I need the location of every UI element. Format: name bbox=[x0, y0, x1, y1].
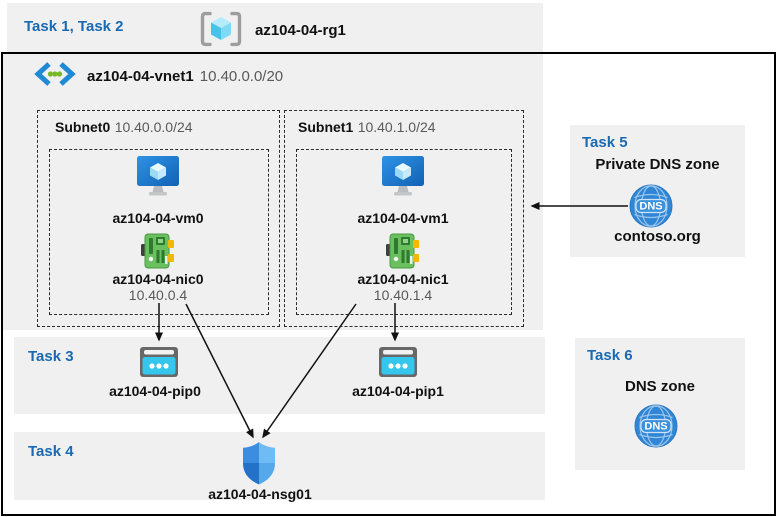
nic0-ip: 10.40.0.4 bbox=[128, 287, 188, 303]
task5-label: Task 5 bbox=[582, 134, 628, 151]
vm0-icon bbox=[136, 156, 180, 203]
pip1-icon bbox=[379, 347, 417, 382]
nsg-icon bbox=[241, 441, 277, 490]
pip0-icon bbox=[140, 347, 178, 382]
private-dns-icon: DNS bbox=[629, 184, 673, 233]
nsg-label: az104-04-nsg01 bbox=[208, 486, 312, 502]
task4-band bbox=[14, 432, 545, 500]
vnet-header: az104-04-vnet1 10.40.0.0/20 bbox=[33, 61, 283, 92]
subnet1-box bbox=[284, 110, 524, 327]
dns-icon-text: DNS bbox=[644, 421, 667, 433]
vnet-cidr: 10.40.0.0/20 bbox=[199, 68, 284, 85]
task5-box: Task 5 Private DNS zone DNS contoso.org bbox=[570, 125, 745, 257]
nic0-label: az104-04-nic0 bbox=[112, 271, 204, 287]
vnet-area bbox=[3, 54, 543, 330]
vm1-label: az104-04-vm1 bbox=[357, 210, 449, 226]
pip1-label: az104-04-pip1 bbox=[352, 383, 444, 399]
task3-band bbox=[14, 337, 545, 414]
dns-icon-text: DNS bbox=[639, 201, 662, 213]
vm1-icon bbox=[381, 156, 425, 203]
vnet-icon bbox=[33, 61, 77, 92]
vm0-label: az104-04-vm0 bbox=[112, 210, 204, 226]
nic1-label: az104-04-nic1 bbox=[357, 271, 449, 287]
dns-zone-icon: DNS bbox=[634, 404, 678, 453]
private-dns-zone-name: contoso.org bbox=[614, 228, 701, 245]
resource-group-icon bbox=[199, 10, 243, 53]
nic0-icon bbox=[141, 232, 175, 275]
task6-box: Task 6 DNS zone DNS bbox=[575, 338, 745, 470]
task3-label: Task 3 bbox=[28, 348, 74, 365]
vnet-name: az104-04-vnet1 bbox=[87, 68, 194, 85]
task6-label: Task 6 bbox=[587, 347, 633, 364]
dns-zone-title: DNS zone bbox=[624, 378, 695, 395]
task4-label: Task 4 bbox=[28, 443, 74, 460]
resource-group-name: az104-04-rg1 bbox=[255, 22, 346, 39]
task12-label: Task 1, Task 2 bbox=[24, 18, 124, 35]
nic1-icon bbox=[386, 232, 420, 275]
pip0-label: az104-04-pip0 bbox=[109, 383, 201, 399]
subnet1-inner-box bbox=[296, 149, 512, 315]
nic1-ip: 10.40.1.4 bbox=[373, 287, 433, 303]
header-band: Task 1, Task 2 az104-04-rg1 bbox=[7, 3, 543, 52]
subnet0-label: Subnet0 10.40.0.0/24 bbox=[55, 119, 193, 135]
private-dns-zone-title: Private DNS zone bbox=[595, 156, 720, 173]
subnet1-label: Subnet1 10.40.1.0/24 bbox=[298, 119, 436, 135]
